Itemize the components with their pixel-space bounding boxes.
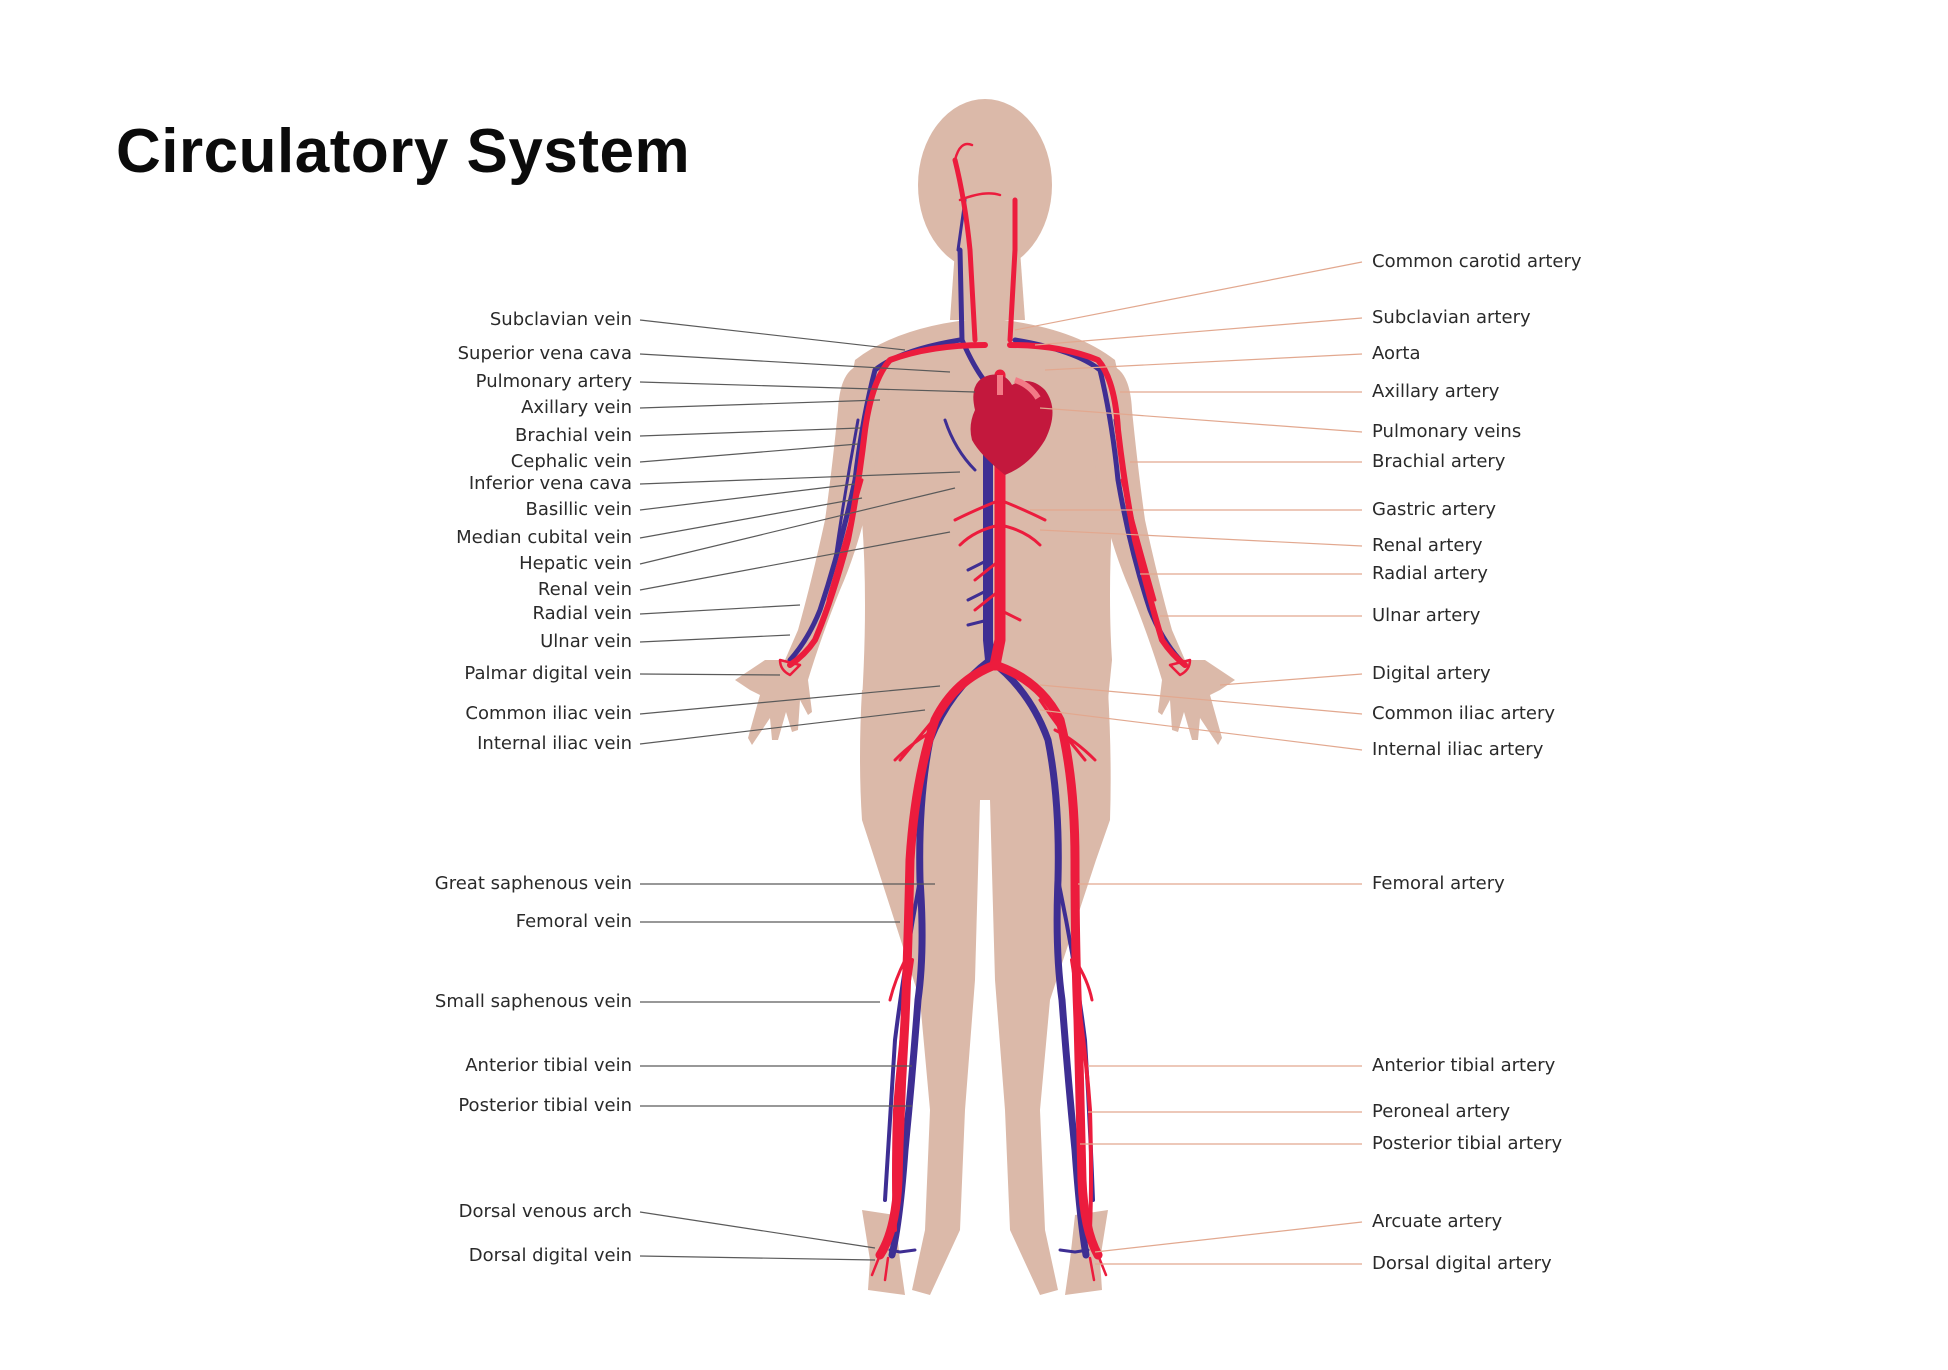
- label-renal-artery: Renal artery: [1372, 535, 1483, 556]
- left-leader-lines: [639, 319, 976, 1261]
- label-posterior-tibial-vein: Posterior tibial vein: [458, 1095, 632, 1116]
- axillary-vein-leader: [639, 399, 881, 409]
- label-ulnar-vein: Ulnar vein: [540, 631, 632, 652]
- superior-vena-cava-leader: [639, 353, 951, 373]
- brachial-vein-leader: [639, 427, 861, 437]
- dorsal-venous-arch-leader: [639, 1211, 876, 1249]
- internal-iliac-artery-leader: [1039, 709, 1363, 751]
- common-iliac-artery-leader: [1039, 684, 1363, 715]
- common-iliac-vein-leader: [639, 685, 941, 715]
- label-dorsal-venous-arch: Dorsal venous arch: [458, 1201, 632, 1222]
- heart: [970, 374, 1053, 475]
- label-internal-iliac-vein: Internal iliac vein: [477, 733, 632, 754]
- label-brachial-vein: Brachial vein: [515, 425, 632, 446]
- basillic-vein-leader: [639, 483, 856, 511]
- label-basillic-vein: Basillic vein: [525, 499, 632, 520]
- dorsal-digital-vein-leader: [639, 1255, 876, 1261]
- label-common-carotid-artery: Common carotid artery: [1372, 251, 1582, 272]
- label-inferior-vena-cava: Inferior vena cava: [468, 473, 632, 494]
- palmar-digital-vein-leader: [639, 673, 781, 676]
- label-pulmonary-veins: Pulmonary veins: [1372, 421, 1522, 442]
- label-common-iliac-vein: Common iliac vein: [465, 703, 632, 724]
- digital-artery-leader: [1219, 673, 1363, 686]
- cephalic-vein-leader: [639, 443, 859, 463]
- label-brachial-artery: Brachial artery: [1372, 451, 1506, 472]
- label-internal-iliac-artery: Internal iliac artery: [1372, 739, 1544, 760]
- label-hepatic-vein: Hepatic vein: [519, 553, 632, 574]
- label-common-iliac-artery: Common iliac artery: [1372, 703, 1556, 724]
- body-silhouette: [735, 99, 1235, 1295]
- label-dorsal-digital-artery: Dorsal digital artery: [1372, 1253, 1552, 1274]
- label-gastric-artery: Gastric artery: [1372, 499, 1497, 520]
- label-axillary-vein: Axillary vein: [521, 397, 632, 418]
- hepatic-vein-leader: [639, 487, 956, 565]
- label-femoral-artery: Femoral artery: [1372, 873, 1505, 894]
- label-great-saphenous-vein: Great saphenous vein: [434, 873, 632, 894]
- label-palmar-digital-vein: Palmar digital vein: [464, 663, 632, 684]
- label-median-cubital-vein: Median cubital vein: [456, 527, 632, 548]
- pulmonary-artery-leader: [639, 381, 976, 393]
- common-carotid-artery-leader: [1014, 261, 1363, 331]
- label-anterior-tibial-vein: Anterior tibial vein: [465, 1055, 632, 1076]
- median-cubital-vein-leader: [639, 497, 863, 539]
- label-femoral-vein: Femoral vein: [515, 911, 632, 932]
- label-radial-vein: Radial vein: [532, 603, 632, 624]
- label-pulmonary-artery: Pulmonary artery: [475, 371, 632, 392]
- label-radial-artery: Radial artery: [1372, 563, 1488, 584]
- label-small-saphenous-vein: Small saphenous vein: [434, 991, 632, 1012]
- arcuate-artery-leader: [1094, 1221, 1363, 1253]
- renal-vein-leader: [639, 531, 951, 591]
- label-digital-artery: Digital artery: [1372, 663, 1491, 684]
- right-leader-lines: [1014, 261, 1363, 1265]
- label-dorsal-digital-vein: Dorsal digital vein: [468, 1245, 632, 1266]
- label-superior-vena-cava: Superior vena cava: [457, 343, 632, 364]
- inferior-vena-cava-leader: [639, 471, 961, 485]
- diagram-title: Circulatory System: [116, 117, 691, 186]
- ulnar-vein-leader: [639, 634, 791, 643]
- label-peroneal-artery: Peroneal artery: [1372, 1101, 1511, 1122]
- label-subclavian-artery: Subclavian artery: [1372, 307, 1531, 328]
- renal-artery-leader: [1039, 529, 1363, 547]
- label-anterior-tibial-artery: Anterior tibial artery: [1372, 1055, 1556, 1076]
- label-renal-vein: Renal vein: [537, 579, 632, 600]
- internal-iliac-vein-leader: [639, 709, 926, 745]
- label-ulnar-artery: Ulnar artery: [1372, 605, 1481, 626]
- label-posterior-tibial-artery: Posterior tibial artery: [1372, 1133, 1563, 1154]
- label-arcuate-artery: Arcuate artery: [1372, 1211, 1503, 1232]
- subclavian-vein-leader: [639, 319, 906, 351]
- arteries: [778, 142, 1192, 1282]
- radial-vein-leader: [639, 604, 801, 615]
- label-cephalic-vein: Cephalic vein: [510, 451, 632, 472]
- label-subclavian-vein: Subclavian vein: [489, 309, 632, 330]
- pulmonary-veins-leader: [1039, 407, 1363, 433]
- aorta-leader: [1044, 353, 1363, 371]
- label-axillary-artery: Axillary artery: [1372, 381, 1500, 402]
- subclavian-artery-leader: [1034, 317, 1363, 346]
- label-aorta: Aorta: [1372, 343, 1421, 364]
